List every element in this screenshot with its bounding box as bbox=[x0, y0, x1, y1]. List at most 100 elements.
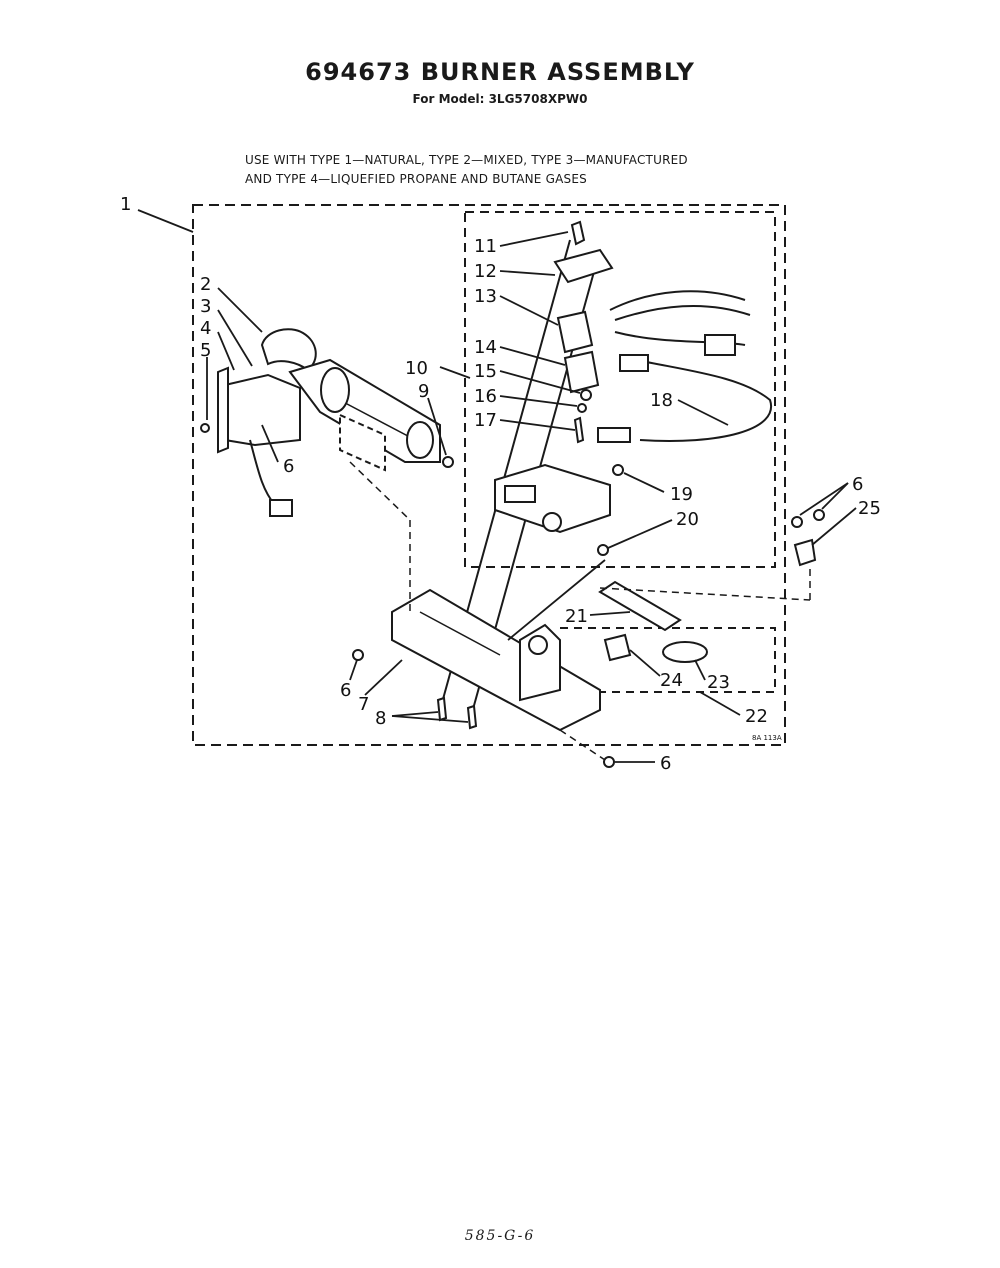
part-21-ignitor-tube bbox=[598, 580, 682, 632]
leader-19 bbox=[623, 472, 665, 493]
leader-13 bbox=[499, 295, 559, 326]
drawing-code: 8A 113A bbox=[752, 734, 782, 742]
leader-6a bbox=[261, 424, 279, 463]
alignment-lines bbox=[349, 461, 811, 761]
leader-10 bbox=[439, 366, 471, 379]
alignment-line-a bbox=[349, 461, 411, 521]
part-14-coil bbox=[563, 350, 600, 394]
callout-10: 10 bbox=[405, 358, 428, 379]
bracket-upright-hole bbox=[528, 635, 548, 655]
part-6-screw-bottom bbox=[603, 756, 615, 768]
model-subtitle: For Model: 3LG5708XPW0 bbox=[412, 92, 588, 106]
callout-17: 17 bbox=[474, 410, 497, 431]
part-23-ignitor-element bbox=[662, 641, 708, 663]
part-18-wire-harness bbox=[609, 290, 773, 442]
leader-18 bbox=[677, 399, 729, 426]
leader-21-long bbox=[507, 559, 606, 641]
valve-outlet bbox=[542, 512, 562, 532]
callout-20: 20 bbox=[676, 509, 699, 530]
burner-tube-orifice-end bbox=[406, 421, 434, 459]
leader-11 bbox=[499, 231, 569, 247]
harness-connector-a bbox=[619, 354, 649, 372]
part-9-washer bbox=[442, 456, 454, 468]
part-17-spring bbox=[573, 416, 585, 444]
part-12-bracket bbox=[553, 248, 614, 284]
part-8-screw-b bbox=[466, 704, 478, 730]
leader-24 bbox=[629, 649, 661, 677]
leader-25 bbox=[811, 507, 857, 546]
leader-lines bbox=[137, 209, 857, 763]
callout-3: 3 bbox=[200, 296, 211, 317]
ignitor-lead-wire bbox=[249, 439, 276, 506]
leader-14 bbox=[499, 346, 566, 366]
part-6-screw-right-b bbox=[813, 509, 825, 521]
callout-1: 1 bbox=[120, 194, 131, 215]
gas-shutoff-plate bbox=[339, 413, 386, 472]
mounting-bracket-group bbox=[352, 509, 825, 768]
callout-4: 4 bbox=[200, 318, 211, 339]
callout-7: 7 bbox=[358, 694, 369, 715]
leader-9 bbox=[427, 397, 447, 456]
ignitor-lead-connector bbox=[269, 499, 293, 517]
leader-6b bbox=[799, 482, 849, 516]
harness-connector-c bbox=[597, 427, 631, 443]
part-16-washer bbox=[577, 403, 587, 413]
leader-4 bbox=[217, 331, 235, 371]
leader-21 bbox=[589, 611, 631, 616]
part-8-screw-a bbox=[436, 696, 448, 722]
valve-body bbox=[494, 463, 611, 534]
part-19-screw bbox=[612, 464, 624, 476]
leader-6c bbox=[349, 659, 358, 681]
leader-6b-2 bbox=[821, 482, 849, 510]
page-title: 694673 BURNER ASSEMBLY bbox=[305, 58, 695, 86]
ignitor-bracket bbox=[224, 373, 301, 447]
callout-8: 8 bbox=[375, 708, 386, 729]
callout-6-bracket: 6 bbox=[283, 456, 294, 477]
callout-25: 25 bbox=[858, 498, 881, 519]
leader-8a bbox=[391, 711, 439, 717]
leader-1 bbox=[137, 209, 194, 233]
alignment-line-e bbox=[559, 729, 606, 761]
callout-6-left: 6 bbox=[340, 680, 351, 701]
leader-8b bbox=[391, 715, 469, 723]
part-11-screw bbox=[570, 220, 586, 246]
leader-20 bbox=[607, 519, 673, 549]
callout-labels: 1 2 3 4 5 6 9 10 11 12 13 14 15 16 17 18… bbox=[120, 194, 881, 774]
burner-flame-spreader bbox=[260, 328, 317, 372]
gas-type-note-line-1: USE WITH TYPE 1—NATURAL, TYPE 2—MIXED, T… bbox=[245, 153, 688, 167]
valve-subassembly-boundary bbox=[464, 211, 776, 568]
part-15-nut bbox=[580, 389, 592, 401]
part-20-screw bbox=[597, 544, 609, 556]
gas-type-note: USE WITH TYPE 1—NATURAL, TYPE 2—MIXED, T… bbox=[245, 151, 805, 189]
callout-6-bottom: 6 bbox=[660, 753, 671, 774]
callout-19: 19 bbox=[670, 484, 693, 505]
leader-17 bbox=[499, 419, 576, 431]
callout-13: 13 bbox=[474, 286, 497, 307]
leader-12 bbox=[499, 270, 556, 276]
burner-tube-collar bbox=[320, 367, 350, 413]
callout-21: 21 bbox=[565, 606, 588, 627]
leader-3 bbox=[217, 309, 253, 367]
page-code: 585-G-6 bbox=[464, 1228, 536, 1244]
callout-15: 15 bbox=[474, 361, 497, 382]
assembly-boundary bbox=[192, 204, 786, 746]
bracket-screw-head bbox=[200, 423, 210, 433]
leader-7 bbox=[364, 659, 403, 696]
callout-16: 16 bbox=[474, 386, 497, 407]
bracket-plate bbox=[217, 366, 229, 454]
valve-nameplate bbox=[504, 485, 536, 503]
callout-24: 24 bbox=[660, 670, 683, 691]
callout-9: 9 bbox=[418, 381, 429, 402]
part-6-screw-left bbox=[352, 649, 364, 661]
callout-6-right: 6 bbox=[852, 474, 863, 495]
gas-type-note-line-2: AND TYPE 4—LIQUEFIED PROPANE AND BUTANE … bbox=[245, 172, 587, 186]
part-25-clip bbox=[793, 538, 817, 567]
leader-16 bbox=[499, 395, 578, 407]
callout-12: 12 bbox=[474, 261, 497, 282]
leader-23 bbox=[694, 659, 706, 681]
callout-5: 5 bbox=[200, 340, 211, 361]
callout-23: 23 bbox=[707, 672, 730, 693]
leader-22 bbox=[699, 691, 741, 716]
callout-11: 11 bbox=[474, 236, 497, 257]
